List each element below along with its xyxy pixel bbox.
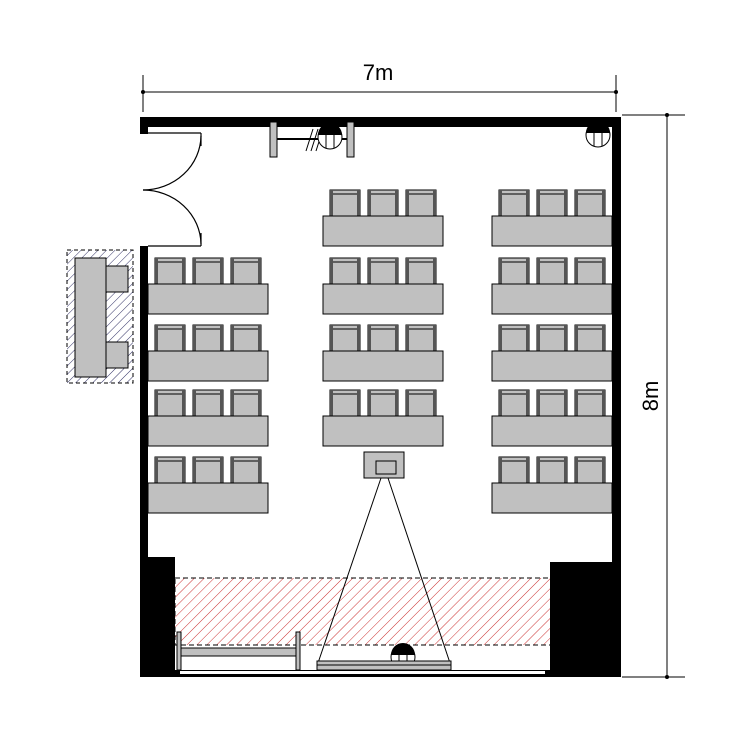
chair xyxy=(329,389,361,417)
desk xyxy=(147,350,269,382)
double-door xyxy=(142,132,202,247)
desk xyxy=(322,350,444,382)
chair xyxy=(498,189,530,217)
chair xyxy=(574,257,606,285)
desk-with-chairs-left xyxy=(147,389,269,447)
chair xyxy=(192,324,224,352)
chair xyxy=(329,257,361,285)
desk-with-chairs-left xyxy=(147,257,269,315)
width-dimension: 7m xyxy=(141,60,618,112)
desk-with-chairs-middle xyxy=(322,324,444,382)
chair xyxy=(230,257,262,285)
desk-with-chairs-right xyxy=(491,456,613,514)
desk-with-chairs-left xyxy=(147,324,269,382)
desk xyxy=(491,415,613,447)
desk xyxy=(491,482,613,514)
chair xyxy=(230,324,262,352)
height-label: 8m xyxy=(638,381,663,412)
stage-area xyxy=(174,577,552,646)
chair xyxy=(192,456,224,484)
walls xyxy=(140,117,621,677)
chair xyxy=(329,324,361,352)
desk-with-chairs-right xyxy=(491,324,613,382)
chair xyxy=(498,257,530,285)
camera-icon xyxy=(585,121,611,148)
chair xyxy=(192,257,224,285)
chair xyxy=(536,189,568,217)
chair xyxy=(405,389,437,417)
annex-chair xyxy=(105,341,129,369)
chair xyxy=(192,389,224,417)
desk xyxy=(322,283,444,315)
chair xyxy=(536,257,568,285)
bench xyxy=(176,631,301,671)
annex-desk-area xyxy=(66,249,134,384)
desk-with-chairs-left xyxy=(147,456,269,514)
desk xyxy=(322,415,444,447)
chair xyxy=(498,389,530,417)
desk-with-chairs-middle xyxy=(322,257,444,315)
desk xyxy=(147,283,269,315)
chair xyxy=(574,456,606,484)
chair xyxy=(154,324,186,352)
desk xyxy=(491,283,613,315)
chair xyxy=(230,389,262,417)
desk xyxy=(147,415,269,447)
chair xyxy=(405,324,437,352)
chair xyxy=(154,389,186,417)
desk xyxy=(491,215,613,247)
chair xyxy=(230,456,262,484)
camera-icon xyxy=(317,123,343,150)
annex-chair xyxy=(105,265,129,293)
desk-with-chairs-middle xyxy=(322,189,444,247)
chair xyxy=(329,189,361,217)
width-label: 7m xyxy=(363,60,394,85)
height-dimension: 8m xyxy=(622,113,685,679)
desk xyxy=(147,482,269,514)
chair xyxy=(498,324,530,352)
desk-with-chairs-middle xyxy=(322,389,444,447)
chair xyxy=(154,257,186,285)
chair xyxy=(498,456,530,484)
projection-screen xyxy=(316,660,452,671)
chair xyxy=(574,324,606,352)
chair xyxy=(154,456,186,484)
chair xyxy=(574,389,606,417)
chair xyxy=(367,324,399,352)
desk xyxy=(322,215,444,247)
projector xyxy=(363,451,405,479)
chair xyxy=(367,389,399,417)
chair xyxy=(367,189,399,217)
desk-with-chairs-right xyxy=(491,189,613,247)
chair xyxy=(536,324,568,352)
desk-with-chairs-right xyxy=(491,389,613,447)
chair xyxy=(405,257,437,285)
chair xyxy=(405,189,437,217)
chair xyxy=(536,456,568,484)
chair xyxy=(574,189,606,217)
desk-with-chairs-right xyxy=(491,257,613,315)
desk xyxy=(491,350,613,382)
chair xyxy=(536,389,568,417)
projection-beam xyxy=(317,477,451,664)
chair xyxy=(367,257,399,285)
